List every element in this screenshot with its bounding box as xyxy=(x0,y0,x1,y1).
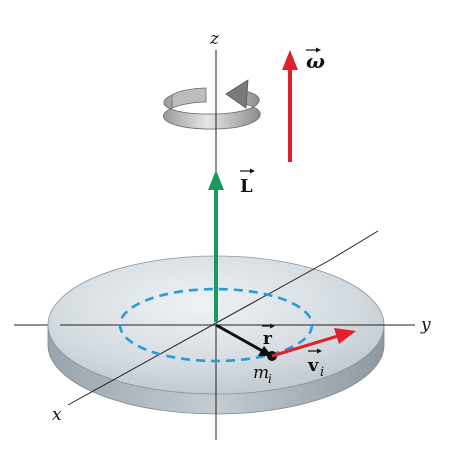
angular-momentum-vector-head xyxy=(208,170,224,190)
L-accent-arrow-icon xyxy=(250,168,255,174)
r-accent-arrow-icon xyxy=(270,323,275,329)
angular-momentum-label: L xyxy=(240,168,255,197)
svg-text:i: i xyxy=(268,372,272,386)
x-axis-label: x xyxy=(52,405,62,425)
svg-text:m: m xyxy=(253,363,269,383)
svg-text:i: i xyxy=(320,365,324,380)
omega-label: ω xyxy=(306,47,325,73)
radius-vector xyxy=(215,323,267,355)
mass-label: m i xyxy=(253,363,272,386)
x-axis-on-disk xyxy=(67,259,331,406)
svg-text:v: v xyxy=(307,355,319,376)
omega-vector-head xyxy=(282,50,298,70)
svg-text:L: L xyxy=(240,176,253,197)
curved-rotation-arrow-icon xyxy=(163,79,261,130)
z-axis-label: z xyxy=(209,29,220,49)
radius-label: r xyxy=(262,323,275,349)
velocity-vector xyxy=(271,334,339,358)
svg-text:ω: ω xyxy=(306,49,325,73)
omega-accent-arrow-icon xyxy=(316,47,321,53)
v-accent-arrow-icon xyxy=(317,348,322,354)
mass-path-circle xyxy=(118,287,314,363)
x-axis-back xyxy=(329,230,379,261)
velocity-vector-head xyxy=(334,328,356,344)
y-axis-label: y xyxy=(420,315,431,335)
velocity-label: v i xyxy=(307,348,324,380)
svg-text:r: r xyxy=(263,329,273,349)
